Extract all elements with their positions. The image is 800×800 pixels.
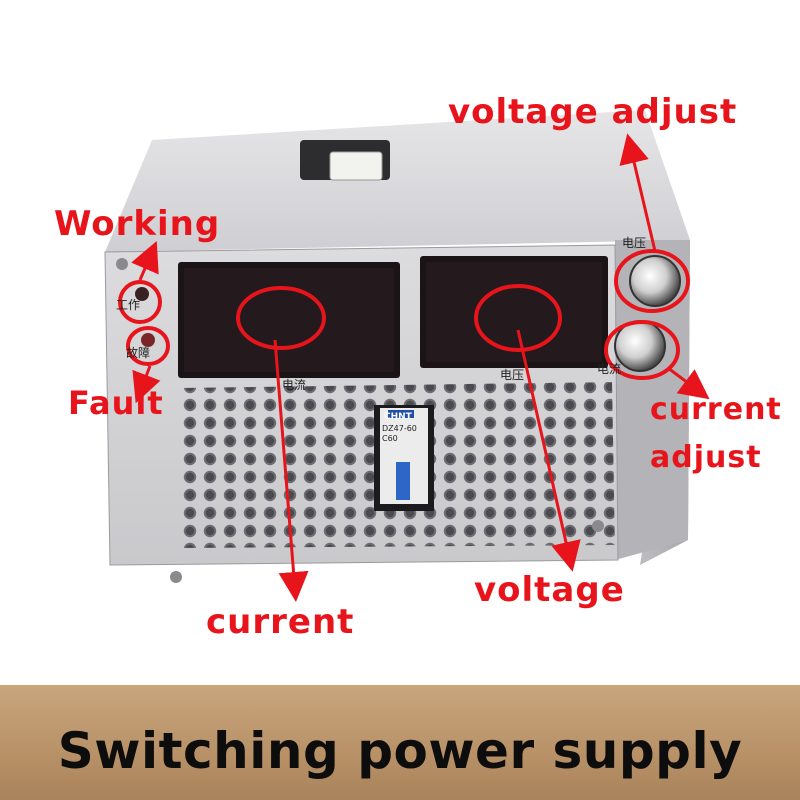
fault-label: Fault — [68, 384, 164, 422]
breaker-brand: CHNT — [384, 412, 412, 422]
annotation-circles — [118, 249, 690, 380]
title-banner — [0, 685, 800, 800]
voltage-label: voltage — [474, 570, 625, 610]
breaker-rating: C60 — [382, 434, 398, 443]
voltage-knob-label: 电压 — [622, 236, 647, 250]
working-led — [135, 287, 149, 301]
current-knob-label: 电流 — [597, 362, 622, 376]
working-indicator-label: 工作 — [116, 298, 141, 312]
chassis-top — [105, 110, 690, 252]
current-adjust-label-line2: adjust — [650, 440, 762, 475]
breaker-model: DZ47-60 — [382, 424, 417, 433]
current-label: current — [206, 602, 355, 642]
screw-icon — [116, 258, 128, 270]
fault-led — [141, 333, 155, 347]
working-label: Working — [54, 204, 221, 244]
voltage-display-label: 电压 — [500, 368, 525, 382]
fault-indicator-label: 故障 — [126, 346, 151, 360]
current-adjust-label-line1: current — [650, 392, 782, 427]
current-display-label: 电流 — [282, 378, 307, 392]
voltage-adjust-label: voltage adjust — [448, 92, 738, 132]
banner-title: Switching power supply — [57, 722, 743, 780]
annotation-arrows — [131, 133, 710, 602]
voltage-adjust-knob — [629, 255, 681, 307]
power-supply-photo — [104, 110, 710, 602]
